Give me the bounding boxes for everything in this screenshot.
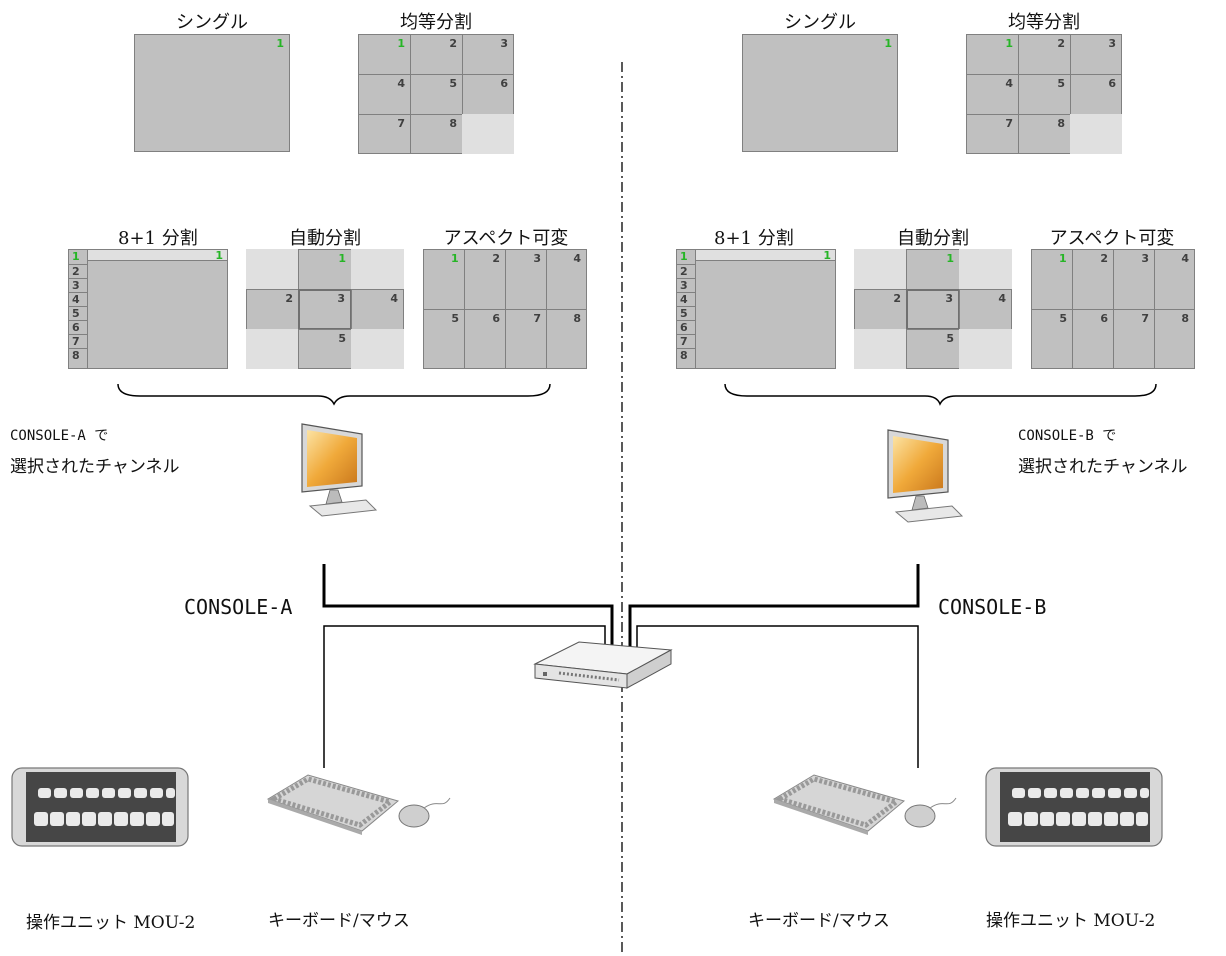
console-b-line [628, 564, 920, 648]
brace-right [724, 383, 1157, 406]
console-a-label: CONSOLE-A [184, 595, 293, 619]
keyboard-a-label: キーボード/マウス [268, 911, 410, 931]
layout-aspect-title: アスペクト可変 [443, 228, 569, 249]
unit-a-label: 操作ユニット MOU-2 [26, 913, 196, 933]
layout-8plus1-title: 8+1 分割 [118, 228, 198, 249]
layout-single-title: シングル [176, 12, 248, 33]
layout-single-screen: 1 [742, 34, 898, 152]
console-b-caption-line2: 選択されたチャンネル [1018, 457, 1188, 477]
layout-equal-title: 均等分割 [1008, 12, 1080, 33]
layout-equal-screen: 1 2 3 4 5 6 7 8 [966, 34, 1122, 154]
layout-aspect-screen: 1 2 3 4 5 6 7 8 [423, 249, 587, 369]
console-a-line [322, 564, 614, 648]
console-b-caption-line1: CONSOLE-B で [1018, 428, 1117, 444]
channel-number: 1 [276, 37, 284, 50]
console-b-label: CONSOLE-B [938, 595, 1047, 619]
layout-equal-screen: 1 2 3 4 5 6 7 8 [358, 34, 514, 154]
layout-auto-title: 自動分割 [289, 228, 361, 249]
layout-auto-screen: 1 2 3 4 5 [854, 249, 1012, 369]
layout-8plus1-screen: 1 2 3 4 5 6 7 8 1 [68, 249, 228, 369]
layout-aspect-screen: 1 2 3 4 5 6 7 8 [1031, 249, 1195, 369]
unit-b-line [636, 625, 919, 768]
layout-8plus1-screen: 1 2 3 4 5 6 7 8 1 [676, 249, 836, 369]
layout-aspect-title: アスペクト可変 [1049, 228, 1175, 249]
brace-left [117, 383, 551, 406]
console-a-caption-line1: CONSOLE-A で [10, 428, 109, 444]
keyboard-b-label: キーボード/マウス [748, 911, 890, 931]
unit-b-label: 操作ユニット MOU-2 [986, 911, 1156, 931]
layout-single-screen: 1 [134, 34, 290, 152]
layout-auto-title: 自動分割 [897, 228, 969, 249]
unit-a-line [323, 625, 606, 768]
layout-8plus1-title: 8+1 分割 [714, 228, 794, 249]
layout-single-title: シングル [784, 12, 856, 33]
layout-auto-screen: 1 2 3 4 5 [246, 249, 404, 369]
layout-equal-title: 均等分割 [400, 12, 472, 33]
console-a-caption-line2: 選択されたチャンネル [10, 457, 180, 477]
